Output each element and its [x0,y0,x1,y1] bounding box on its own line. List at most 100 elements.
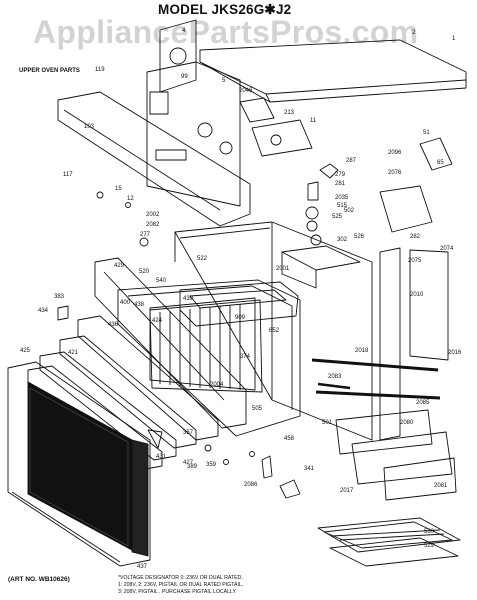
part-label: 526 [354,234,365,240]
part-label: 436 [108,322,119,328]
part-label: 103 [84,124,95,130]
part-label: 400 [120,300,131,306]
part-label: 434 [38,308,49,314]
oven-rack [149,297,256,391]
bake-element [311,358,441,400]
part-label: 213 [284,110,295,116]
part-label: 11 [310,118,317,124]
part-label: 2080 [400,420,414,426]
part-label: 2018 [355,348,369,354]
part-label: 458 [284,436,295,442]
part-label: 2001 [276,266,290,272]
part-label: 374 [240,354,251,360]
part-label: 2002 [146,212,160,218]
part-label: 2081 [434,483,448,489]
part-label: 4 [182,28,186,34]
part-label: 279 [335,172,346,178]
part-label: 515 [337,203,348,209]
vent-duct [281,245,361,289]
timer-assembly [239,97,313,157]
part-label: 540 [156,278,167,284]
part-label: 383 [54,294,65,300]
door-frame [94,257,247,429]
part-label: 1 [452,36,456,42]
part-label: 2086 [244,482,258,488]
watermark: AppliancePartsPros.com [33,14,419,50]
hardware-parts [57,137,453,499]
part-label: 2017 [340,488,354,494]
part-label: 282 [410,234,421,240]
part-label: 520 [139,269,150,275]
part-label: 389 [187,464,198,470]
part-label: 530 [424,529,435,535]
voltage-note: *VOLTAGE DESIGNATOR 0: 236V OR DUAL RATE… [118,575,243,596]
part-label: 2083 [328,374,342,380]
section-heading: UPPER OVEN PARTS [19,68,80,74]
control-panel [146,61,241,207]
part-label: 421 [68,350,79,356]
part-label: 529 [424,543,435,549]
part-label: 437 [137,564,148,570]
note-line: 3: 208V, PIGTAIL . PURCHASE PIGTAIL LOCA… [118,589,236,595]
part-label: 427 [183,460,194,466]
part-label: 425 [20,348,31,354]
part-label: 2 [412,30,416,36]
part-label: 99 [181,74,188,80]
part-label: 429 [114,263,125,269]
oven-cabinet [174,221,373,441]
part-label: 2085 [416,400,430,406]
part-label: 2075 [408,258,422,264]
part-label: 359 [206,462,217,468]
part-label: 501 [322,420,333,426]
part-label: 2010 [410,292,424,298]
door-frame-outer [7,361,151,567]
part-label: 432 [44,488,55,494]
part-label-layer: 1245111215516599103117119213277279281282… [20,28,462,570]
part-label: 5 [222,78,226,84]
part-label: 277 [140,232,151,238]
trim-panel [57,91,251,227]
part-label: 281 [335,181,346,187]
part-label: 525 [332,214,343,220]
art-number: (ART NO. WB10626) [8,576,70,583]
part-label: 2004 [210,382,224,388]
part-label: 65 [437,160,444,166]
part-label: 2046 [239,88,253,94]
part-label: 438 [134,302,145,308]
part-label: 117 [63,172,73,178]
note-line: 1: 208V, 2: 236V, PIGTAIL OR DUAL RATED … [118,582,244,588]
part-label: 119 [95,67,105,73]
broiler-pan [179,281,299,327]
part-label: 909 [235,315,246,321]
part-label: 652 [269,328,280,334]
side-panel [379,247,449,441]
part-label: 2035 [335,195,349,201]
part-label: 433 [67,503,78,509]
door-glass [27,381,133,551]
part-label: 287 [346,158,357,164]
part-label: 522 [197,256,208,262]
broiler-tray [317,517,461,567]
lower-trim [335,409,457,501]
part-label: 15 [115,186,122,192]
part-label: 51 [423,130,430,136]
part-label: 505 [252,406,263,412]
part-label: 431 [156,454,167,460]
note-line: *VOLTAGE DESIGNATOR 0: 236V OR DUAL RATE… [118,575,243,581]
model-title: MODEL JKS26G✱J2 [158,2,292,17]
part-label: 2076 [388,170,402,176]
part-label: 2082 [146,222,160,228]
back-panel [159,19,197,93]
part-label: 341 [304,466,315,472]
part-label: 302 [337,237,348,243]
part-label: 2074 [440,246,454,252]
oven-liner [117,279,301,437]
part-label: 502 [344,208,355,214]
part-label: 12 [127,196,134,202]
part-label: 357 [183,430,194,436]
part-label: 424 [152,318,163,324]
part-label: 2016 [448,350,462,356]
part-label: 439 [183,296,194,302]
